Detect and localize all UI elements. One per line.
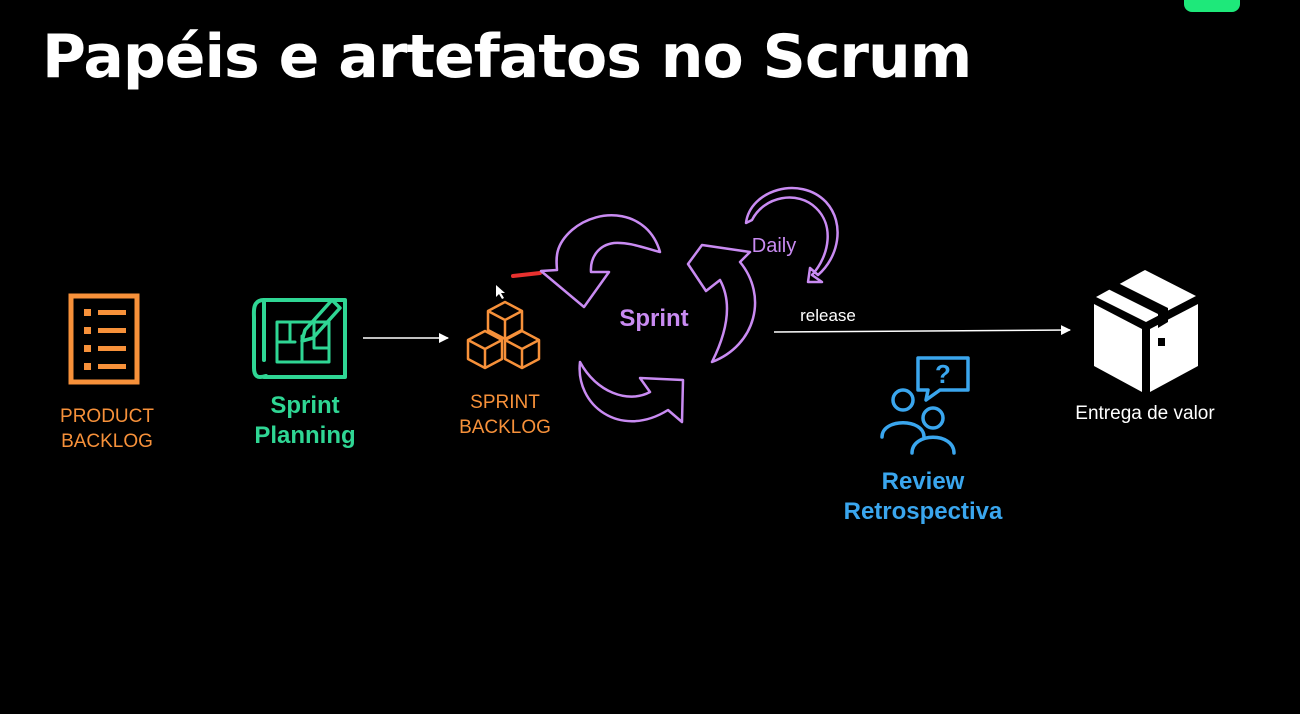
sprint-planning-label: Sprint Planning — [230, 391, 380, 451]
laser-pointer-mark — [511, 271, 542, 278]
sprint-backlog-label: SPRINT BACKLOG — [440, 390, 570, 440]
review-line1: Review — [881, 468, 965, 495]
review-label: Review Retrospectiva — [820, 467, 1026, 527]
sprint-label: Sprint — [619, 305, 689, 332]
product-backlog-label: PRODUCT BACKLOG — [40, 404, 174, 454]
question-mark-glyph: ? — [935, 359, 951, 389]
package-box-icon — [1094, 270, 1198, 392]
release-arrow — [773, 325, 1071, 336]
product-backlog-line1: PRODUCT — [60, 406, 154, 427]
review-line2: Retrospectiva — [843, 498, 1003, 525]
product-backlog-line2: BACKLOG — [61, 431, 153, 452]
sprint-backlog-line2: BACKLOG — [459, 417, 551, 438]
blueprint-pencil-icon — [251, 298, 347, 380]
release-label: release — [800, 306, 856, 325]
stacked-boxes-icon — [466, 300, 541, 370]
people-question-icon — [880, 356, 970, 455]
sprint-planning-line1: Sprint — [270, 392, 340, 419]
sprint-planning-line2: Planning — [254, 422, 356, 449]
sprint-backlog-line1: SPRINT — [470, 392, 540, 413]
corner-accent — [1184, 0, 1240, 12]
cycle-arrows-icon — [539, 214, 757, 424]
page-title: Papéis e artefatos no Scrum — [42, 22, 972, 92]
entrega-label: Entrega de valor — [1075, 403, 1215, 424]
cursor-icon — [496, 285, 505, 299]
daily-label: Daily — [751, 235, 797, 257]
loop-arrow-icon — [744, 186, 839, 284]
checklist-icon — [68, 293, 140, 385]
